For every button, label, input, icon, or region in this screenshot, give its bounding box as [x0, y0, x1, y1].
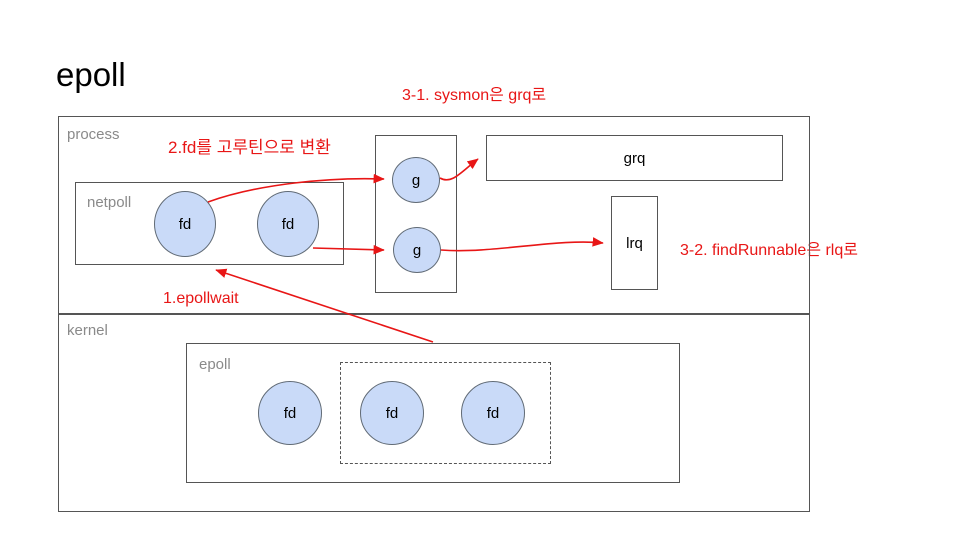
annotation-step2: 2.fd를 고루틴으로 변환 [168, 138, 331, 157]
grq-box: grq [486, 135, 783, 181]
kernel-label: kernel [67, 322, 108, 339]
g-node-1: g [392, 157, 440, 203]
netpoll-fd-node-1: fd [154, 191, 216, 257]
page-title: epoll [56, 56, 126, 93]
kernel-epoll-box: epoll [186, 343, 680, 483]
process-box: process [58, 116, 810, 314]
kernel-fd-node-1: fd [258, 381, 322, 445]
netpoll-fd-node-2: fd [257, 191, 319, 257]
kernel-fd-node-3: fd [461, 381, 525, 445]
lrq-box: lrq [611, 196, 658, 290]
annotation-step3-2: 3-2. findRunnable은 rlq로 [680, 242, 858, 259]
ready-fd-dashed-box [340, 362, 551, 464]
kernel-box: kernel [58, 314, 810, 512]
kernel-fd-node-2: fd [360, 381, 424, 445]
netpoll-label: netpoll [87, 194, 132, 211]
g-node-2: g [393, 227, 441, 273]
kernel-epoll-label: epoll [199, 356, 231, 373]
annotation-step3-1: 3-1. sysmon은 grq로 [402, 87, 547, 104]
process-label: process [67, 126, 120, 143]
